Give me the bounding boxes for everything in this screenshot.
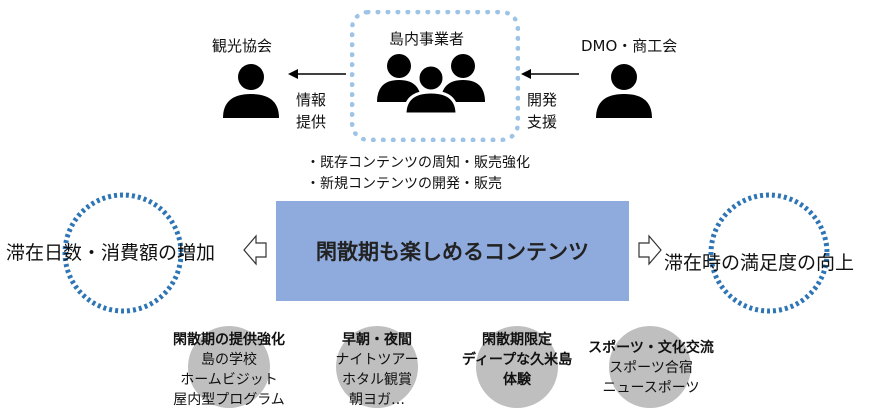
- dmo-label: DMO・商工会: [581, 37, 678, 55]
- info-provision-label: 情報 提供: [296, 91, 327, 131]
- category-title: 早朝・夜間: [342, 332, 412, 348]
- stakeholder-group-frame: [350, 10, 520, 142]
- hollow-arrow-right-icon: [638, 234, 662, 266]
- category-title: スポーツ・文化交流: [588, 340, 714, 356]
- category-caption: 早朝・夜間 ナイトツアー ホタル観賞 朝ヨガ…: [335, 332, 419, 408]
- category-circle: [476, 326, 558, 408]
- category-caption: 閑散期限定 ディープな久米島 体験: [461, 332, 573, 388]
- bullet-item: ・新規コンテンツの開発・販売: [306, 176, 502, 192]
- main-content-title: 閑散期も楽しめるコンテンツ: [316, 240, 589, 264]
- kanko-label: 観光協会: [212, 37, 273, 55]
- center-label: 島内事業者: [389, 30, 465, 48]
- bullet-item: ・既存コンテンツの周知・販売強化: [306, 155, 530, 171]
- left-outcome-text: 滞在日数・消費額の増加: [6, 242, 216, 264]
- person-icon: [223, 64, 279, 118]
- category-title: 閑散期の提供強化: [173, 332, 285, 348]
- category-circle: [609, 326, 691, 408]
- arrow-left-icon: [288, 69, 346, 79]
- group-icon: [377, 54, 485, 114]
- content-bullets: ・既存コンテンツの周知・販売強化 ・新規コンテンツの開発・販売: [306, 153, 530, 195]
- category-title: 閑散期限定: [482, 332, 552, 348]
- dev-support-label: 開発 支援: [527, 91, 558, 131]
- hollow-arrow-left-icon: [243, 234, 267, 266]
- dotted-ring-left: [62, 192, 184, 314]
- category-caption: スポーツ・文化交流 スポーツ合宿 ニュースポーツ: [588, 340, 714, 396]
- arrow-left-icon: [521, 69, 579, 79]
- main-content-box: 閑散期も楽しめるコンテンツ: [276, 201, 629, 301]
- right-outcome-text: 滞在時の満足度の向上: [664, 252, 855, 274]
- dotted-ring-right: [708, 192, 830, 314]
- category-circle: [336, 326, 418, 408]
- category-caption: 閑散期の提供強化 島の学校 ホームビジット 屋内型プログラム: [173, 332, 285, 408]
- category-circle: [188, 326, 270, 408]
- person-icon: [596, 64, 652, 118]
